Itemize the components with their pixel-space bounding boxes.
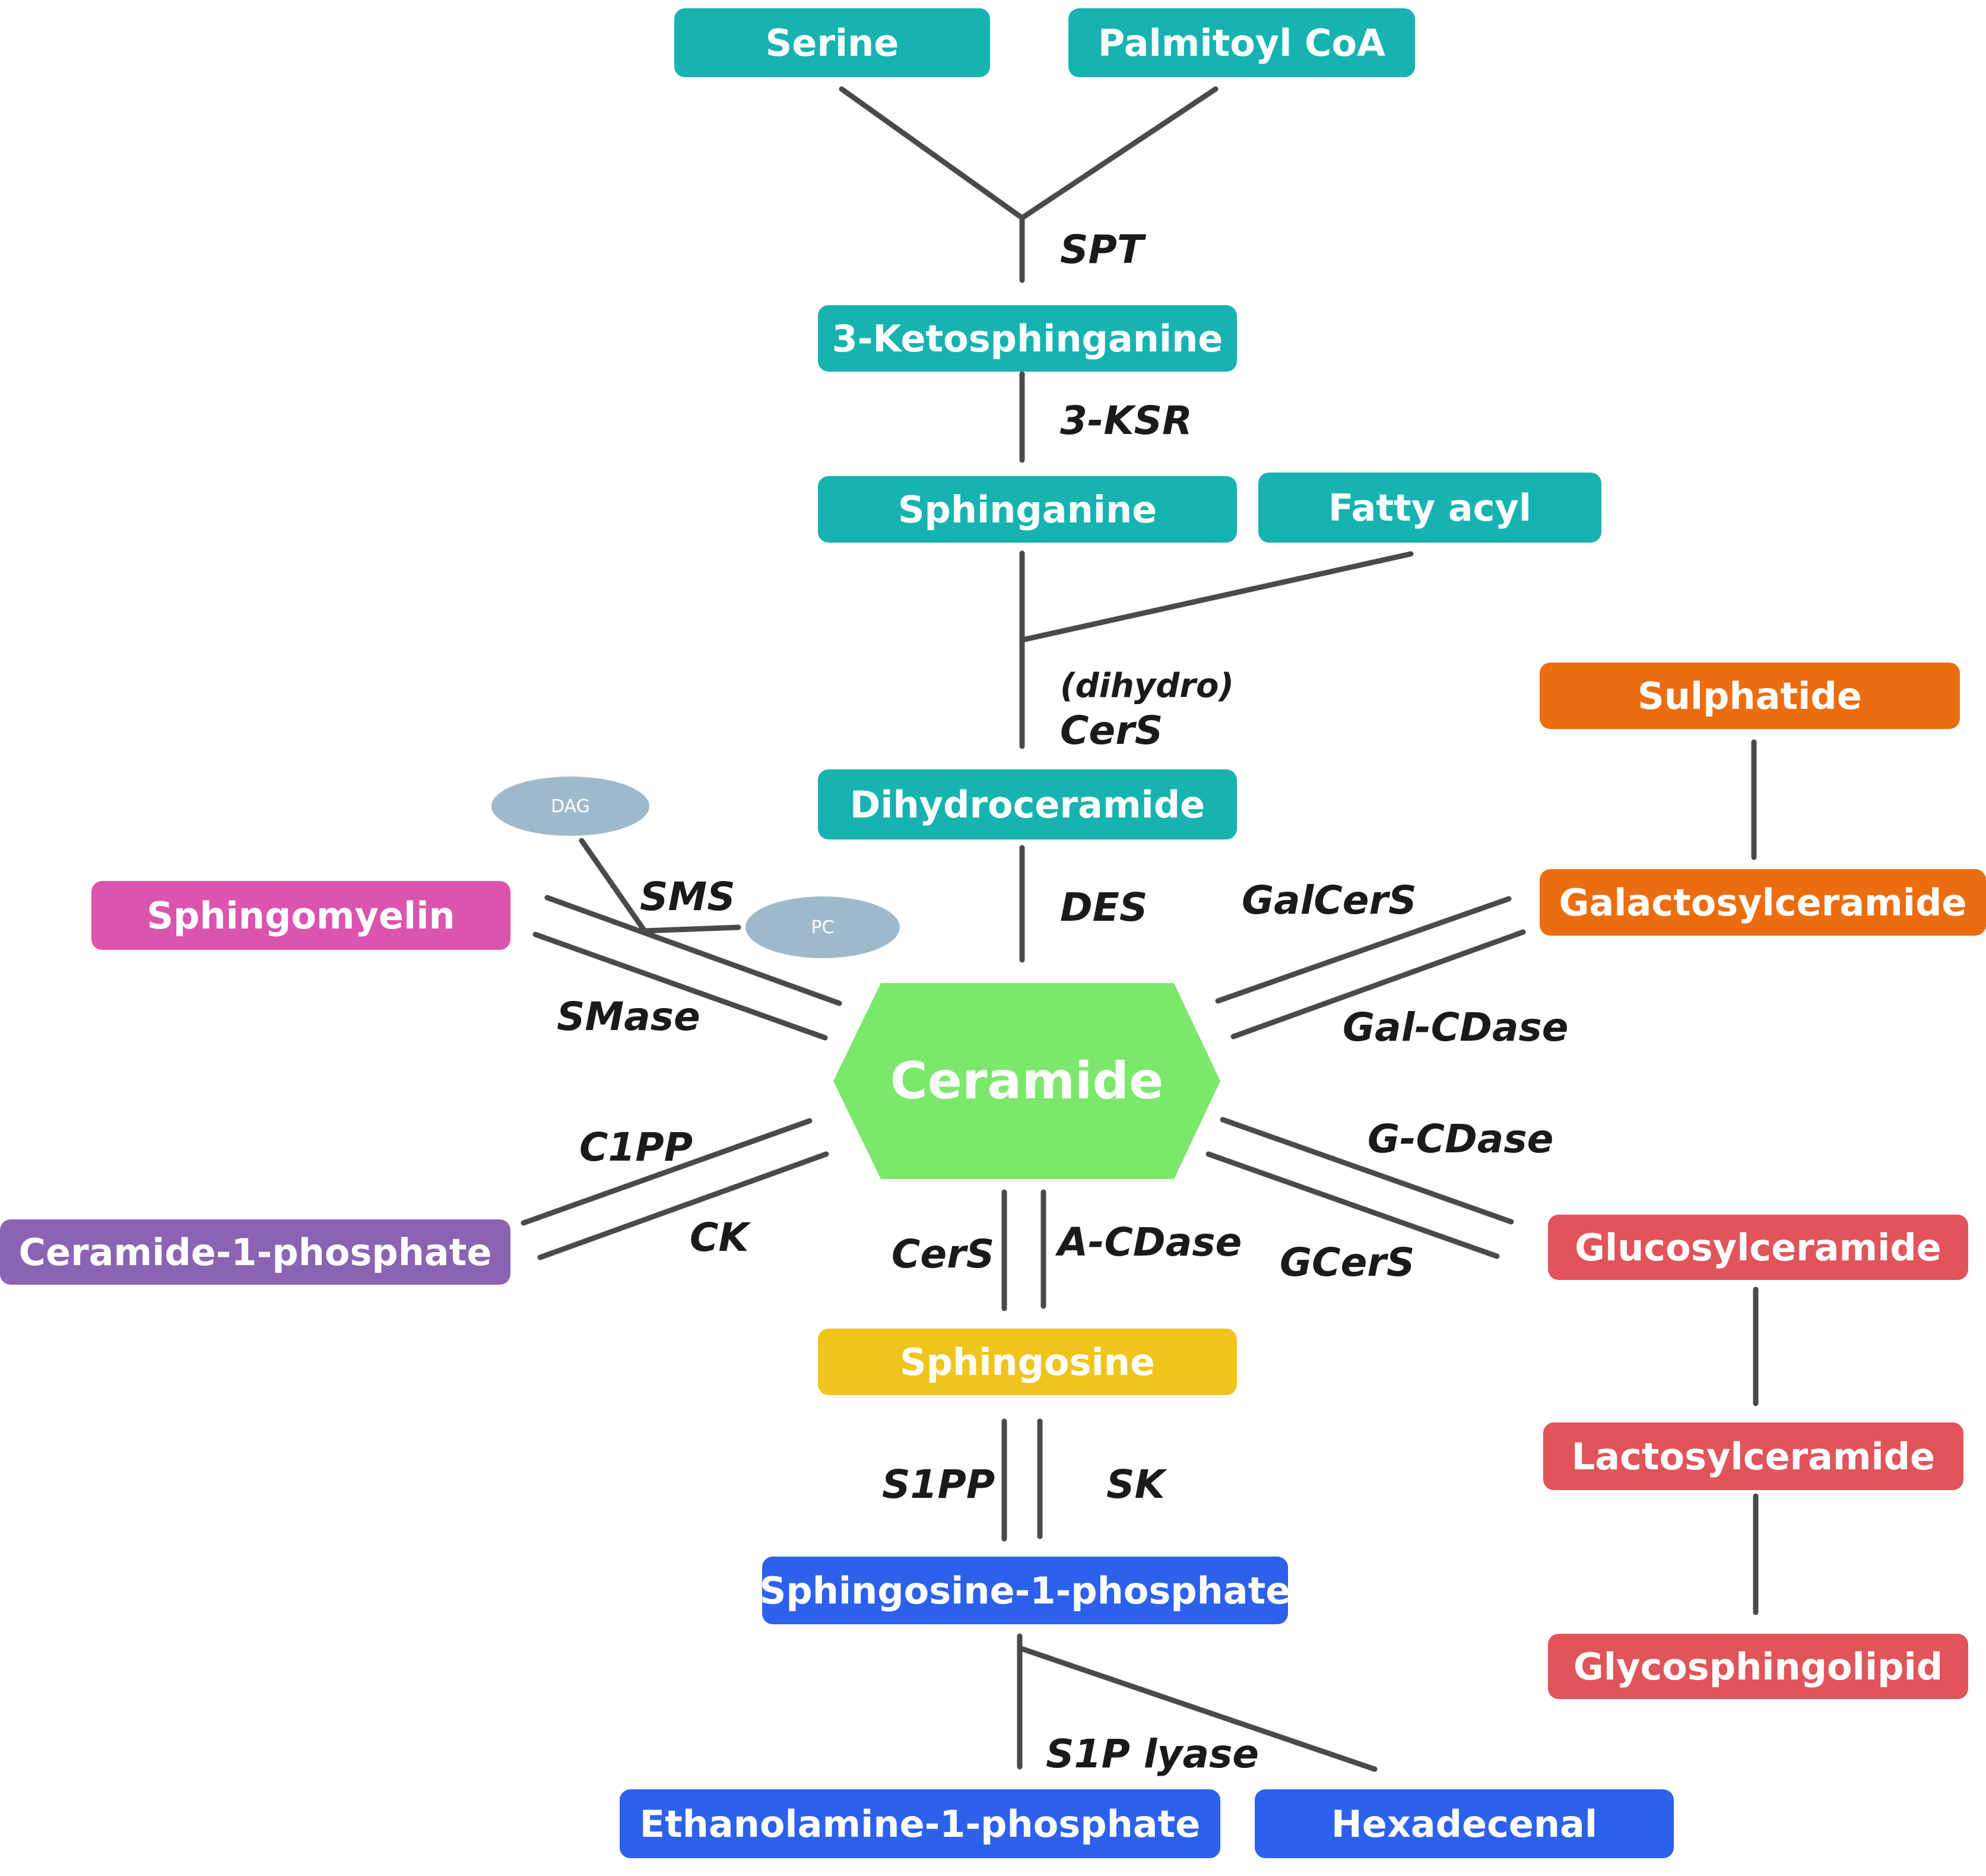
arrow-galcers — [1215, 896, 1512, 1004]
enzyme-c1pp: C1PP — [579, 1124, 693, 1170]
enzyme-cers-bottom: CerS — [892, 1231, 995, 1277]
node-3-ketosphinganine: 3-Ketosphinganine — [818, 305, 1237, 372]
enzyme-s1p-lyase: S1P lyase — [1046, 1731, 1260, 1777]
node-ethanolamine-1-phosphate: Ethanolamine-1-phosphate — [620, 1789, 1220, 1858]
line-serine — [839, 86, 1025, 221]
node-galactosylceramide: Galactosylceramide — [1540, 869, 1986, 936]
node-glucosylceramide: Glucosylceramide — [1548, 1215, 1968, 1280]
arrow-gal-cdase — [1230, 929, 1526, 1040]
node-ceramide: Ceramide — [890, 1051, 1164, 1111]
node-fatty-acyl: Fatty acyl — [1258, 473, 1601, 543]
arrow-c1pp — [521, 1118, 813, 1226]
arrow-s1p-lyase-hexadecenal — [1017, 1645, 1378, 1772]
arrow-smase — [532, 931, 828, 1041]
node-lactosylceramide: Lactosylceramide — [1543, 1422, 1963, 1490]
enzyme-a-cdase: A-CDase — [1058, 1219, 1242, 1265]
enzyme-spt: SPT — [1060, 227, 1144, 272]
enzyme-3ksr: 3-KSR — [1060, 398, 1192, 443]
enzyme-s1pp: S1PP — [882, 1462, 995, 1507]
arrow-sms — [544, 895, 842, 1006]
ceramide-hexagon — [833, 983, 1220, 1179]
enzyme-smase: SMase — [557, 994, 700, 1040]
oval-pc: PC — [745, 896, 900, 958]
enzyme-galcers: GalCerS — [1242, 877, 1417, 923]
node-sphingosine: Sphingosine — [818, 1329, 1237, 1395]
arrow-gcers — [1205, 1151, 1500, 1259]
enzyme-des: DES — [1060, 885, 1148, 930]
node-dihydroceramide: Dihydroceramide — [818, 769, 1237, 839]
node-hexadecenal: Hexadecenal — [1255, 1789, 1674, 1858]
enzyme-ck: CK — [690, 1215, 749, 1260]
node-glycosphingolipid: Glycosphingolipid — [1548, 1634, 1968, 1699]
line-pc — [642, 924, 741, 934]
arrow-ck — [537, 1151, 829, 1260]
line-fatty-acyl — [1019, 551, 1414, 643]
node-sphingosine-1-phosphate: Sphingosine-1-phosphate — [760, 1557, 1290, 1624]
line-palmitoyl — [1019, 86, 1219, 221]
node-sphinganine: Sphinganine — [818, 476, 1237, 543]
enzyme-sk: SK — [1106, 1462, 1165, 1507]
node-serine: Serine — [674, 8, 990, 77]
node-ceramide-1-phosphate: Ceramide-1-phosphate — [0, 1219, 510, 1285]
arrow-dag — [579, 838, 648, 934]
enzyme-g-cdase: G-CDase — [1368, 1116, 1554, 1162]
node-sulphatide: Sulphatide — [1540, 663, 1960, 729]
enzyme-dihydro: (dihydro) — [1060, 667, 1235, 705]
enzyme-gcers: GCerS — [1280, 1240, 1415, 1285]
node-palmitoyl-coa: Palmitoyl CoA — [1068, 8, 1415, 77]
enzyme-cers-top: CerS — [1060, 708, 1163, 753]
arrow-g-cdase — [1220, 1117, 1514, 1225]
enzyme-gal-cdase: Gal-CDase — [1343, 1004, 1569, 1050]
node-sphingomyelin: Sphingomyelin — [91, 881, 510, 950]
oval-dag: DAG — [491, 777, 649, 836]
enzyme-sms: SMS — [640, 874, 735, 920]
